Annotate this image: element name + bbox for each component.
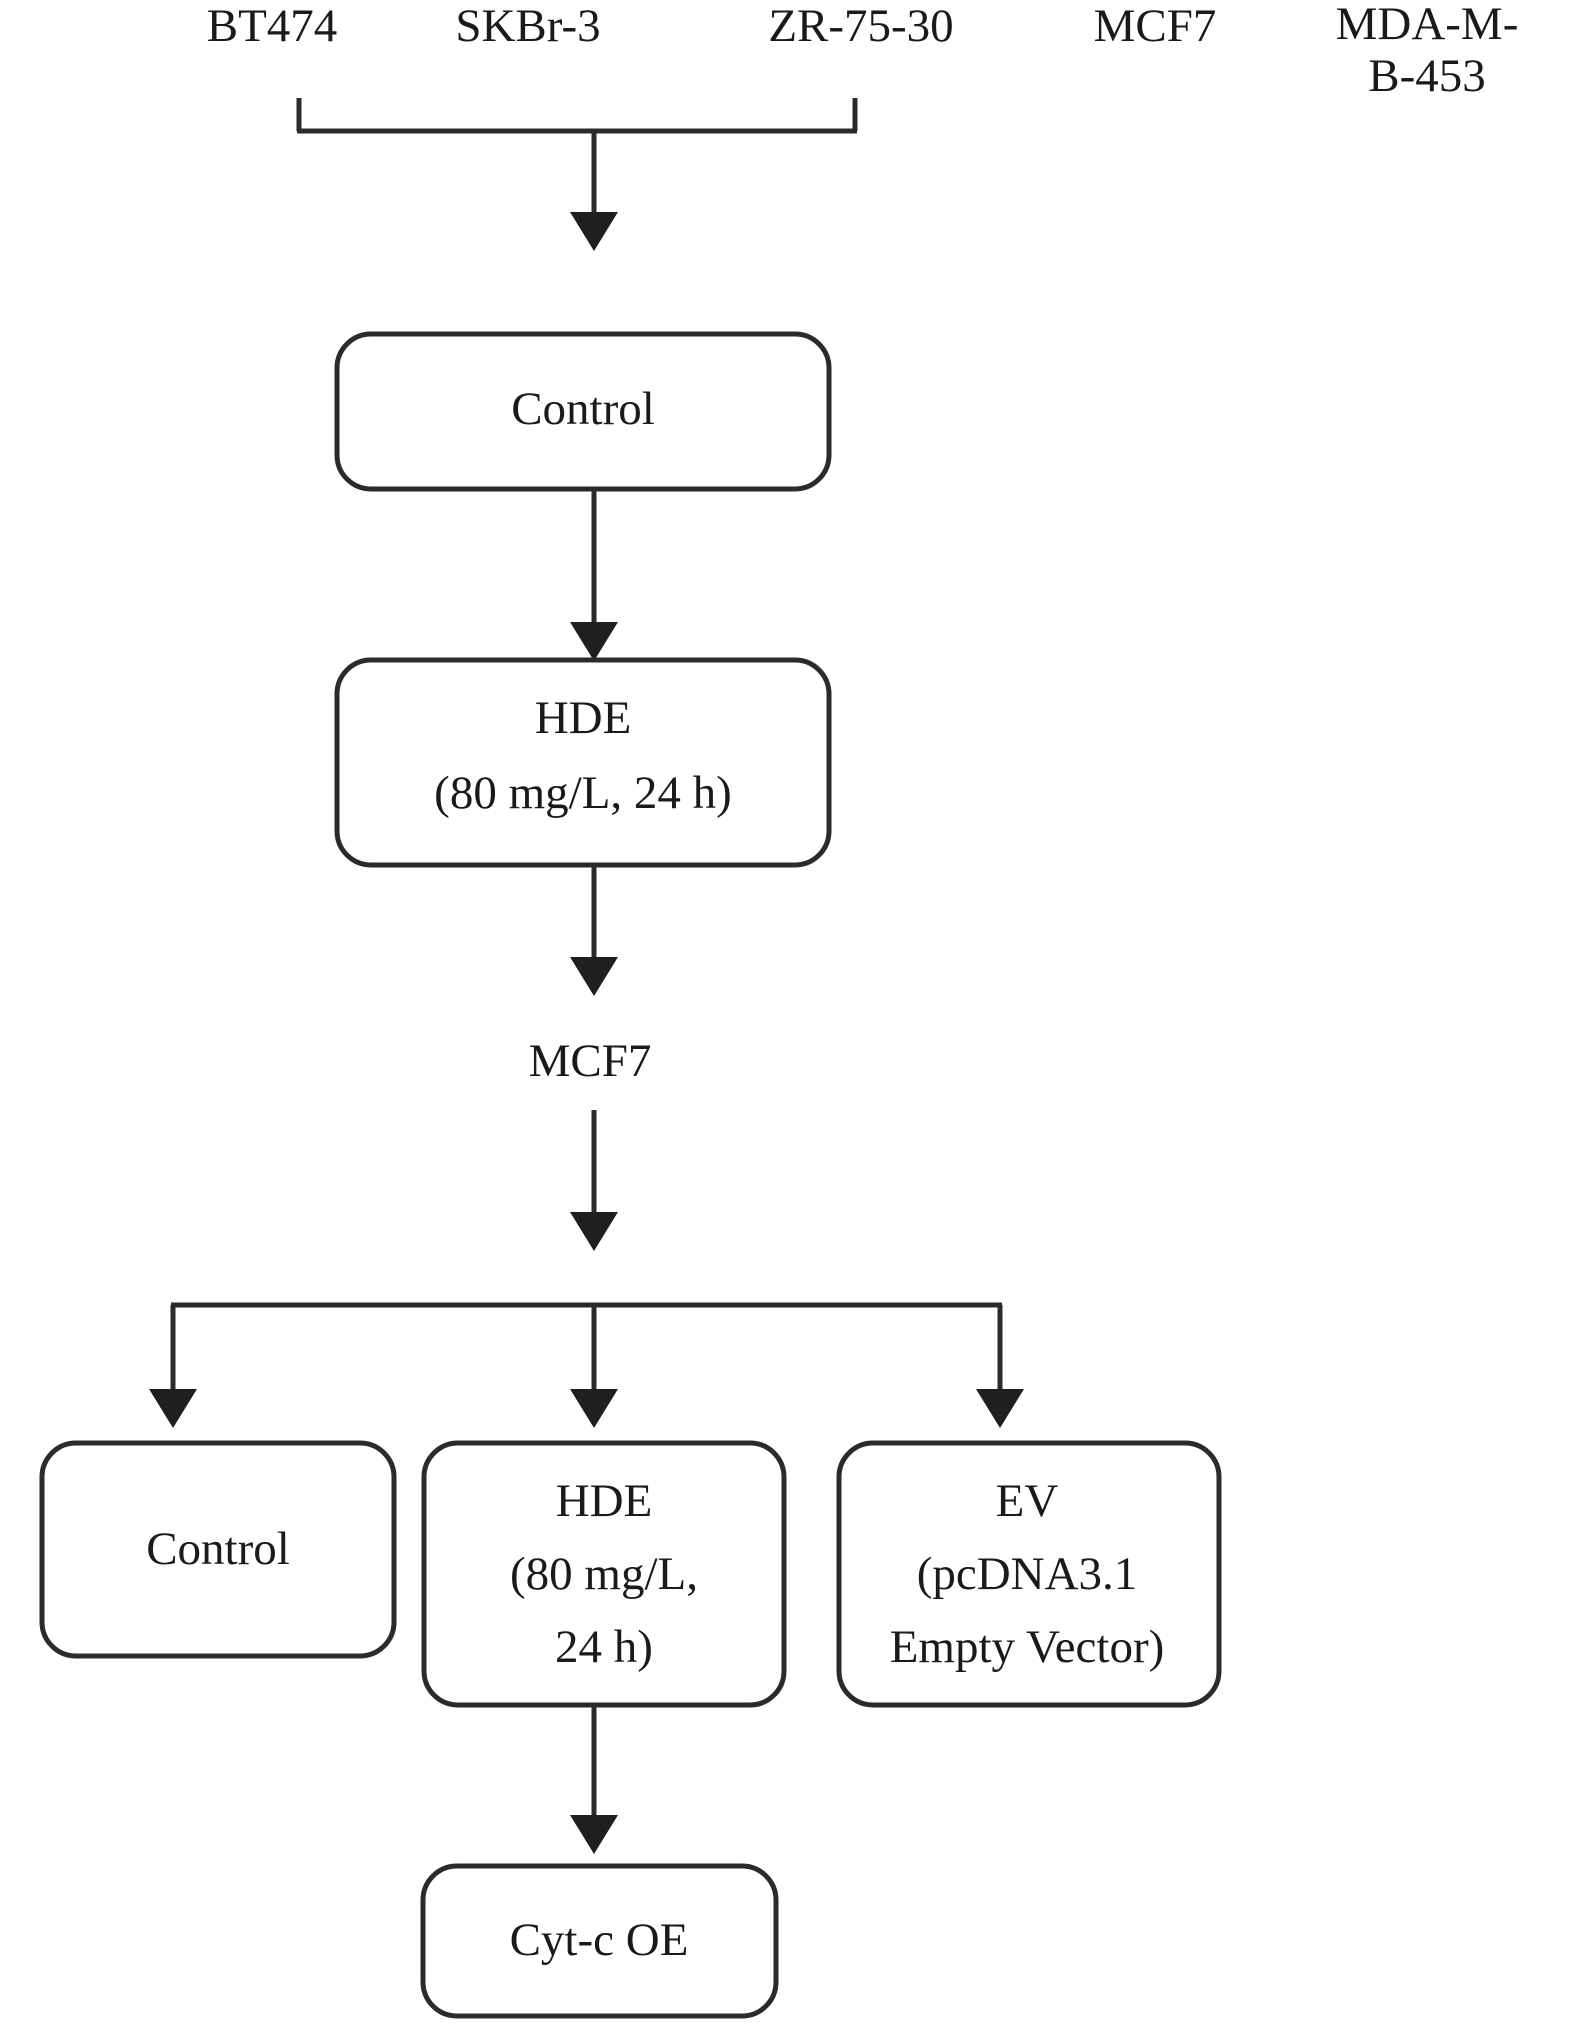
node-control-bottom-shape[interactable]	[39, 1440, 397, 1659]
cell-line-label-mcf7: MCF7	[1094, 0, 1217, 52]
node-ev-bottom-label-line2: (pcDNA3.1	[917, 1548, 1138, 1600]
node-hde-top-label-line2: (80 mg/L, 24 h)	[434, 767, 732, 819]
arrowhead-to-mcf7-stage	[570, 957, 618, 996]
cell-line-label-mdamb453-line1: MDA-M-	[1336, 0, 1519, 50]
node-control-top-label: Control	[511, 383, 655, 435]
node-cytc-oe[interactable]: Cyt-c OE	[420, 1863, 779, 2019]
cell-line-label-mdamb453-line2: B-453	[1368, 50, 1486, 102]
top-merge-bracket	[296, 98, 858, 251]
node-cytc-oe-shape[interactable]	[420, 1863, 779, 2019]
cell-line-label-bt474: BT474	[207, 0, 338, 52]
node-control-bottom[interactable]: Control	[39, 1440, 397, 1659]
node-hde-bottom-label-line1: HDE	[556, 1475, 653, 1527]
node-hde-bottom[interactable]: HDE (80 mg/L, 24 h)	[421, 1440, 787, 1708]
node-hde-top[interactable]: HDE (80 mg/L, 24 h)	[334, 657, 832, 868]
node-hde-top-shape[interactable]	[334, 657, 832, 868]
cell-line-label-zr7530: ZR-75-30	[768, 0, 953, 52]
node-control-top[interactable]: Control	[334, 331, 832, 492]
stage-label-mcf7: MCF7	[529, 1035, 652, 1087]
connector-hde-top-to-mcf7	[570, 865, 618, 996]
arrowhead-to-control-bottom	[149, 1389, 197, 1428]
three-way-split-bracket	[149, 1302, 1024, 1428]
arrowhead-to-hde-bottom	[570, 1389, 618, 1428]
connector-mcf7-to-split	[570, 1110, 618, 1251]
arrowhead-to-cytc-oe	[570, 1815, 618, 1854]
node-cytc-oe-label: Cyt-c OE	[510, 1914, 689, 1966]
arrowhead-to-hde-top	[570, 622, 618, 661]
connector-control-top-to-hde-top	[570, 489, 618, 661]
node-hde-bottom-label-line3: 24 h)	[555, 1621, 653, 1673]
node-control-top-shape[interactable]	[334, 331, 832, 492]
node-ev-bottom-label-line3: Empty Vector)	[890, 1621, 1165, 1673]
node-hde-bottom-label-line2: (80 mg/L,	[510, 1548, 698, 1600]
node-ev-bottom-label-line1: EV	[996, 1475, 1059, 1527]
node-ev-bottom[interactable]: EV (pcDNA3.1 Empty Vector)	[836, 1440, 1222, 1708]
arrowhead-to-split-bracket	[570, 1212, 618, 1251]
node-ev-bottom-shape[interactable]	[836, 1440, 1222, 1708]
cell-line-header-row: BT474 SKBr-3 ZR-75-30 MCF7 MDA-M- B-453	[207, 0, 1519, 102]
node-control-bottom-label: Control	[146, 1523, 290, 1575]
node-hde-bottom-shape[interactable]	[421, 1440, 787, 1708]
arrowhead-to-control-top	[570, 212, 618, 251]
cell-line-label-skbr3: SKBr-3	[455, 0, 600, 52]
arrowhead-to-ev-bottom	[976, 1389, 1024, 1428]
node-hde-top-label-line1: HDE	[535, 692, 632, 744]
connector-hde-bottom-to-cytc	[570, 1705, 618, 1854]
